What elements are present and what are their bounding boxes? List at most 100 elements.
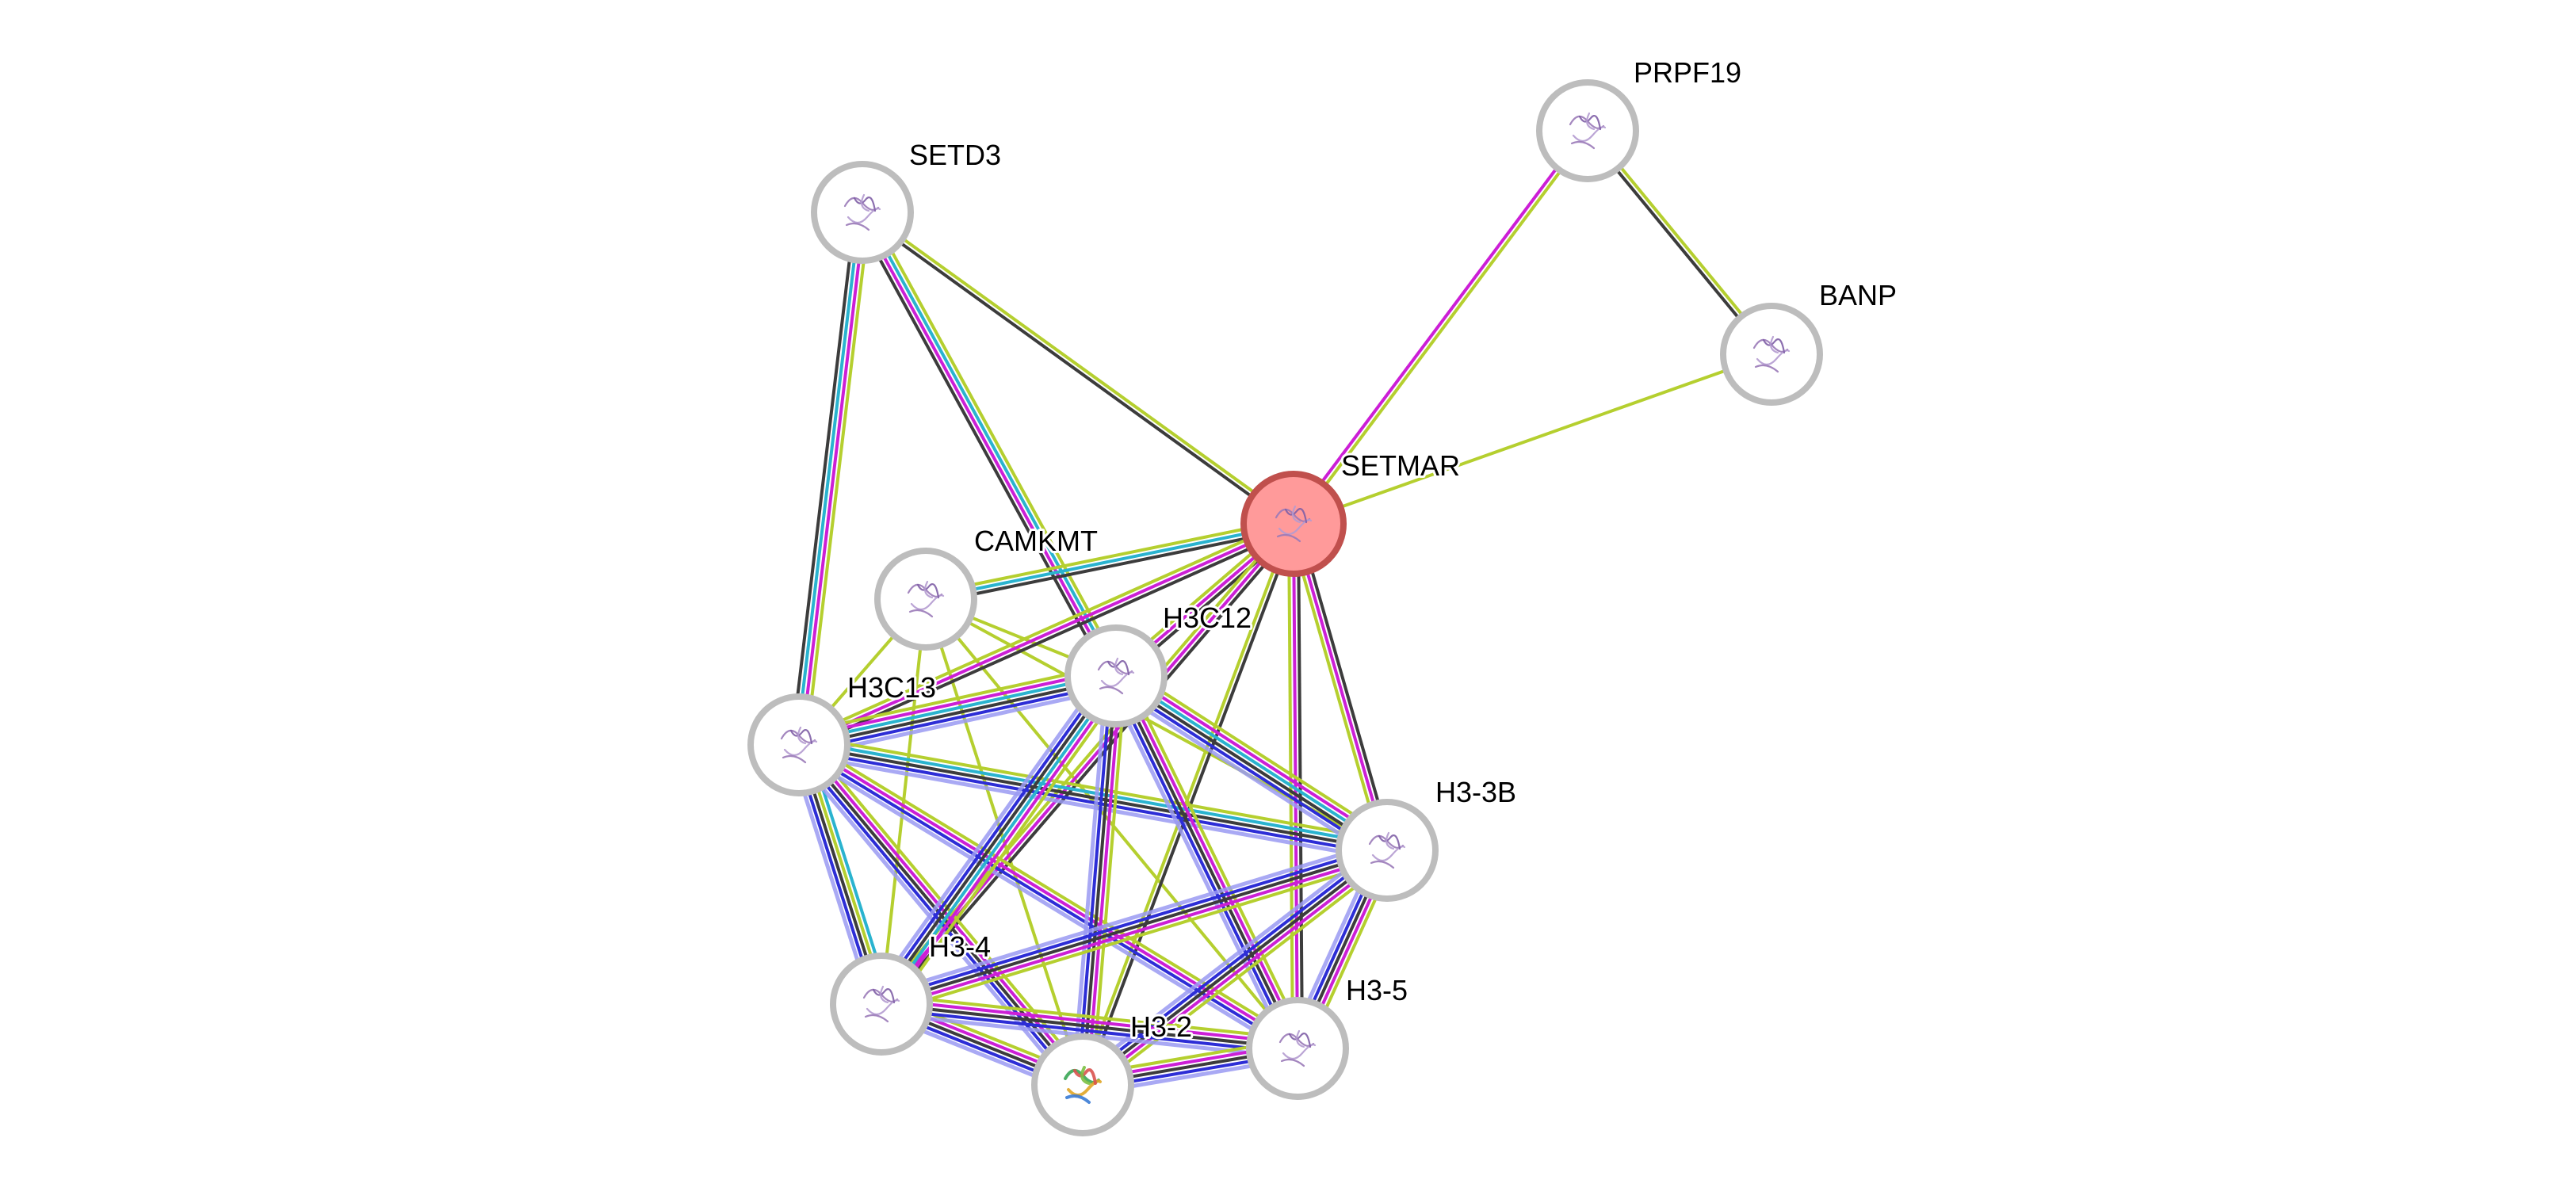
edge-strand-textmining	[1293, 353, 1772, 525]
edge-strand-homology_light	[794, 749, 1295, 1056]
edge-H3-3B-SETMAR[interactable]	[1287, 521, 1393, 853]
edge-strand-databases	[797, 672, 1116, 745]
node-circle[interactable]	[1246, 997, 1349, 1100]
edge-H3C12-H3-4[interactable]	[869, 667, 1127, 1012]
edge-strand-homology_light	[869, 667, 1108, 999]
edge-SETD3-H3C13[interactable]	[790, 211, 871, 747]
edge-strand-experiments	[1292, 523, 1299, 1049]
edge-strand-textmining	[862, 208, 1296, 524]
node-H3-3B[interactable]	[1336, 799, 1439, 902]
protein-structure-icon	[843, 193, 881, 231]
edge-strand-homology_light	[797, 752, 1386, 862]
edge-H3C12-H3-5[interactable]	[1105, 670, 1308, 1054]
node-label-SETD3: SETD3	[909, 139, 1001, 171]
edge-BANP-SETMAR[interactable]	[1293, 353, 1772, 525]
edge-strand-homology_light	[877, 839, 1385, 997]
edge-strand-coexpression	[877, 674, 1116, 1004]
edge-strand-homology	[797, 745, 1298, 1052]
node-H3-2[interactable]	[1031, 1033, 1134, 1136]
node-circle[interactable]	[874, 548, 977, 651]
edge-strand-databases	[795, 212, 862, 745]
edge-CAMKMT-SETMAR[interactable]	[924, 517, 1295, 605]
edge-strand-experiments	[798, 522, 1294, 747]
edge-strand-coexpression	[881, 849, 1388, 1006]
node-H3C12[interactable]	[1064, 624, 1168, 727]
node-circle[interactable]	[1536, 79, 1639, 182]
edge-H3C13-H3-3B[interactable]	[797, 734, 1389, 862]
protein-structure-icon	[907, 580, 945, 618]
edge-strand-coexpression	[926, 526, 1295, 605]
edge-strand-textmining	[882, 993, 1299, 1041]
edge-strand-textmining	[1122, 670, 1308, 1045]
protein-structure-icon	[1368, 831, 1406, 869]
node-circle[interactable]	[1336, 799, 1439, 902]
query-node-circle[interactable]	[1240, 471, 1347, 577]
edge-strand-databases	[799, 739, 1389, 848]
edge-strand-textmining	[796, 517, 1293, 743]
node-CAMKMT[interactable]	[874, 548, 977, 651]
edge-strand-homology	[1110, 677, 1295, 1052]
protein-structure-icon	[1097, 657, 1135, 695]
edge-strand-homology	[879, 844, 1386, 1002]
edge-strand-experiments	[881, 998, 1298, 1046]
edge-strand-textmining	[1294, 131, 1592, 526]
edge-strand-homology_light	[1108, 684, 1382, 862]
edge-strand-coexpression	[1114, 675, 1299, 1049]
protein-structure-icon	[1278, 1029, 1317, 1067]
edge-H3-3B-H3-4[interactable]	[877, 839, 1391, 1015]
edge-strand-homology	[797, 747, 1387, 857]
node-H3-4[interactable]	[830, 953, 933, 1056]
node-label-CAMKMT: CAMKMT	[974, 525, 1098, 557]
edge-PRPF19-SETMAR[interactable]	[1290, 128, 1592, 526]
edge-strand-textmining	[804, 212, 871, 747]
edge-strand-textmining	[883, 857, 1391, 1015]
edge-strand-textmining	[867, 208, 1124, 674]
edge-H3C13-H3C12[interactable]	[796, 663, 1119, 759]
edge-strand-experiments	[1292, 523, 1389, 851]
node-circle[interactable]	[811, 161, 914, 264]
edge-strand-coexpression	[1114, 676, 1387, 854]
edge-strand-databases	[1116, 672, 1389, 850]
protein-structure-icon	[1752, 335, 1791, 373]
edge-strand-textmining	[1122, 664, 1395, 842]
edge-strand-experiments	[797, 667, 1115, 740]
protein-structure-icon	[1064, 1066, 1102, 1104]
edge-strand-coexpression	[1296, 521, 1393, 850]
node-circle[interactable]	[1064, 624, 1168, 727]
node-circle[interactable]	[1031, 1033, 1134, 1136]
edge-strand-experiments	[799, 212, 866, 746]
edge-strand-coexpression	[881, 1002, 1298, 1050]
edge-H3C13-SETMAR[interactable]	[796, 517, 1297, 751]
edge-SETD3-H3C12[interactable]	[854, 208, 1124, 681]
node-SETMAR[interactable]	[1240, 471, 1347, 577]
node-H3C13[interactable]	[747, 693, 850, 796]
node-H3-5[interactable]	[1246, 997, 1349, 1100]
node-SETD3[interactable]	[811, 161, 914, 264]
node-PRPF19[interactable]	[1536, 79, 1639, 182]
node-label-H3-3B: H3-3B	[1435, 776, 1516, 808]
edge-strand-experiments	[858, 212, 1116, 678]
node-label-H3-4: H3-4	[929, 930, 991, 963]
protein-structure-icon	[862, 985, 900, 1023]
edge-strand-coexpression	[790, 211, 858, 745]
protein-structure-icon	[1569, 112, 1607, 150]
node-circle[interactable]	[747, 693, 850, 796]
edge-strand-databases	[881, 676, 1120, 1006]
edge-strand-experiments	[882, 853, 1389, 1010]
node-circle[interactable]	[1720, 303, 1823, 406]
node-circle[interactable]	[830, 953, 933, 1056]
node-label-H3C12: H3C12	[1163, 601, 1252, 634]
edges-layer	[788, 128, 1775, 1097]
edge-strand-textmining	[796, 663, 1114, 735]
edge-strand-homology	[881, 1006, 1298, 1055]
node-label-PRPF19: PRPF19	[1634, 56, 1741, 89]
node-label-BANP: BANP	[1819, 279, 1897, 311]
node-BANP[interactable]	[1720, 303, 1823, 406]
nodes-layer	[747, 79, 1823, 1136]
edge-strand-homology	[800, 681, 1118, 754]
edge-strand-experiments	[1118, 673, 1304, 1048]
edge-H3C12-H3-3B[interactable]	[1108, 664, 1395, 862]
edge-SETD3-SETMAR[interactable]	[860, 208, 1296, 528]
edge-strand-coexpression	[884, 525, 1299, 1009]
